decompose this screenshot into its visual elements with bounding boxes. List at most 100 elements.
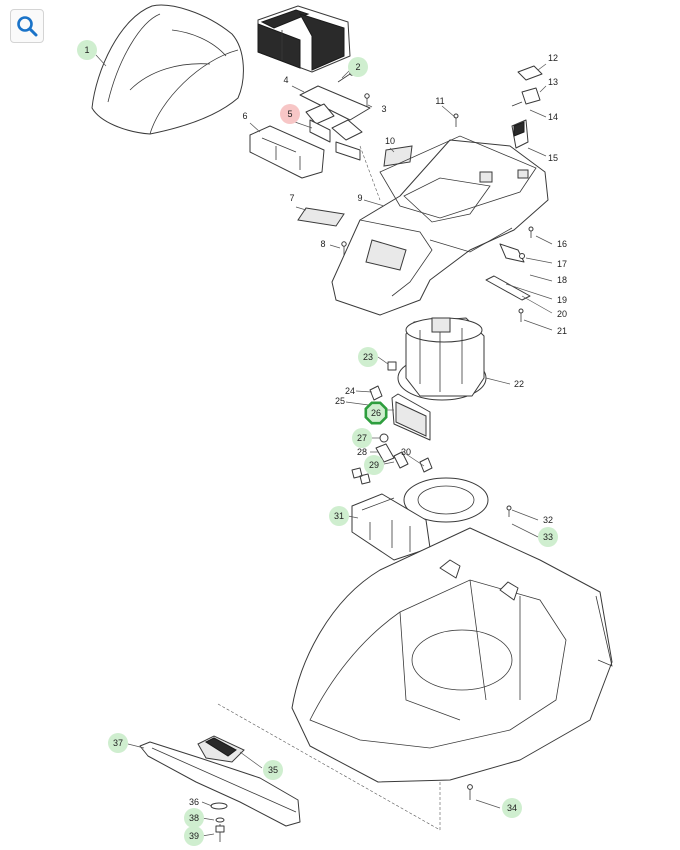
callout-11[interactable]: 11 <box>435 96 444 106</box>
callout-marker <box>184 826 204 846</box>
callout-34[interactable]: 34 <box>502 798 522 818</box>
callout-13[interactable]: 13 <box>548 77 558 87</box>
callout-marker <box>358 347 378 367</box>
callout-31[interactable]: 31 <box>329 506 349 526</box>
callout-marker <box>538 527 558 547</box>
callout-25[interactable]: 25 <box>335 396 345 406</box>
callout-17[interactable]: 17 <box>557 259 567 269</box>
callout-33[interactable]: 33 <box>538 527 558 547</box>
callout-label: 32 <box>543 515 553 525</box>
callout-label: 22 <box>514 379 524 389</box>
callout-9[interactable]: 9 <box>357 193 362 203</box>
callout-label: 8 <box>320 239 325 249</box>
callout-label: 20 <box>557 309 567 319</box>
callout-39[interactable]: 39 <box>184 826 204 846</box>
callout-1[interactable]: 1 <box>77 40 97 60</box>
callout-label: 2 <box>355 62 360 72</box>
callout-label: 39 <box>189 831 199 841</box>
callout-label: 28 <box>357 447 367 457</box>
callout-label: 16 <box>557 239 567 249</box>
callout-26[interactable]: 26 <box>364 401 388 425</box>
callout-label: 25 <box>335 396 345 406</box>
assembly-guide-lines <box>217 145 441 831</box>
callout-8[interactable]: 8 <box>320 239 325 249</box>
callout-14[interactable]: 14 <box>548 112 558 122</box>
callout-35[interactable]: 35 <box>263 760 283 780</box>
callout-label: 12 <box>548 53 558 63</box>
callout-label: 26 <box>371 408 381 418</box>
lever-parts <box>485 243 531 301</box>
callout-label: 33 <box>543 532 553 542</box>
callout-16[interactable]: 16 <box>557 239 567 249</box>
callout-label: 38 <box>189 813 199 823</box>
callout-marker <box>352 428 372 448</box>
callout-30[interactable]: 30 <box>401 447 411 457</box>
callout-21[interactable]: 21 <box>557 326 567 336</box>
callout-label: 23 <box>363 352 373 362</box>
callout-37[interactable]: 37 <box>108 733 128 753</box>
callout-label: 10 <box>385 136 395 146</box>
callout-label: 27 <box>357 433 367 443</box>
switch-parts <box>511 65 543 149</box>
callout-10[interactable]: 10 <box>385 136 395 146</box>
callout-label: 4 <box>283 75 288 85</box>
callout-marker <box>329 506 349 526</box>
callout-label: 37 <box>113 738 123 748</box>
switch-box-part <box>351 477 489 561</box>
callout-5[interactable]: 5 <box>280 104 300 124</box>
magnifier-icon <box>17 16 38 37</box>
callout-marker <box>263 760 283 780</box>
callout-label: 34 <box>507 803 517 813</box>
callout-24[interactable]: 24 <box>345 386 355 396</box>
callout-label: 18 <box>557 275 567 285</box>
callout-23[interactable]: 23 <box>358 347 378 367</box>
callout-label: 5 <box>287 109 292 119</box>
callout-marker <box>280 104 300 124</box>
callout-12[interactable]: 12 <box>548 53 558 63</box>
callout-15[interactable]: 15 <box>548 153 558 163</box>
battery-pack-part <box>257 5 351 73</box>
callout-label: 21 <box>557 326 567 336</box>
callout-19[interactable]: 19 <box>557 295 567 305</box>
callout-label: 14 <box>548 112 558 122</box>
callout-18[interactable]: 18 <box>557 275 567 285</box>
callout-label: 29 <box>369 460 379 470</box>
callout-leader-lines <box>95 54 553 837</box>
callout-4[interactable]: 4 <box>283 75 288 85</box>
callout-marker <box>364 455 384 475</box>
callout-27[interactable]: 27 <box>352 428 372 448</box>
callout-32[interactable]: 32 <box>543 515 553 525</box>
callout-6[interactable]: 6 <box>242 111 247 121</box>
callout-label: 1 <box>84 45 89 55</box>
zoom-button[interactable] <box>10 9 44 43</box>
callout-marker <box>184 808 204 828</box>
callout-2[interactable]: 2 <box>348 57 368 77</box>
callout-marker <box>502 798 522 818</box>
callout-29[interactable]: 29 <box>364 455 384 475</box>
motor-part <box>397 317 487 401</box>
small-electrical-parts <box>351 361 433 485</box>
callout-7[interactable]: 7 <box>289 193 294 203</box>
battery-holder-lower-part <box>249 125 325 179</box>
battery-bracket-part <box>299 85 371 161</box>
callout-label: 31 <box>334 511 344 521</box>
callout-marker <box>364 401 388 425</box>
callout-label: 9 <box>357 193 362 203</box>
callout-label: 13 <box>548 77 558 87</box>
upper-housing-part <box>331 135 549 316</box>
callout-36[interactable]: 36 <box>189 797 199 807</box>
hood-cover-part <box>91 4 244 135</box>
callout-label: 17 <box>557 259 567 269</box>
callout-38[interactable]: 38 <box>184 808 204 828</box>
callout-22[interactable]: 22 <box>514 379 524 389</box>
callout-3[interactable]: 3 <box>381 104 386 114</box>
callout-label: 24 <box>345 386 355 396</box>
callout-label: 19 <box>557 295 567 305</box>
callout-label: 6 <box>242 111 247 121</box>
callout-label: 36 <box>189 797 199 807</box>
callout-20[interactable]: 20 <box>557 309 567 319</box>
callout-marker <box>77 40 97 60</box>
callout-label: 11 <box>435 96 444 106</box>
callout-28[interactable]: 28 <box>357 447 367 457</box>
blade-assembly-part <box>139 735 301 842</box>
